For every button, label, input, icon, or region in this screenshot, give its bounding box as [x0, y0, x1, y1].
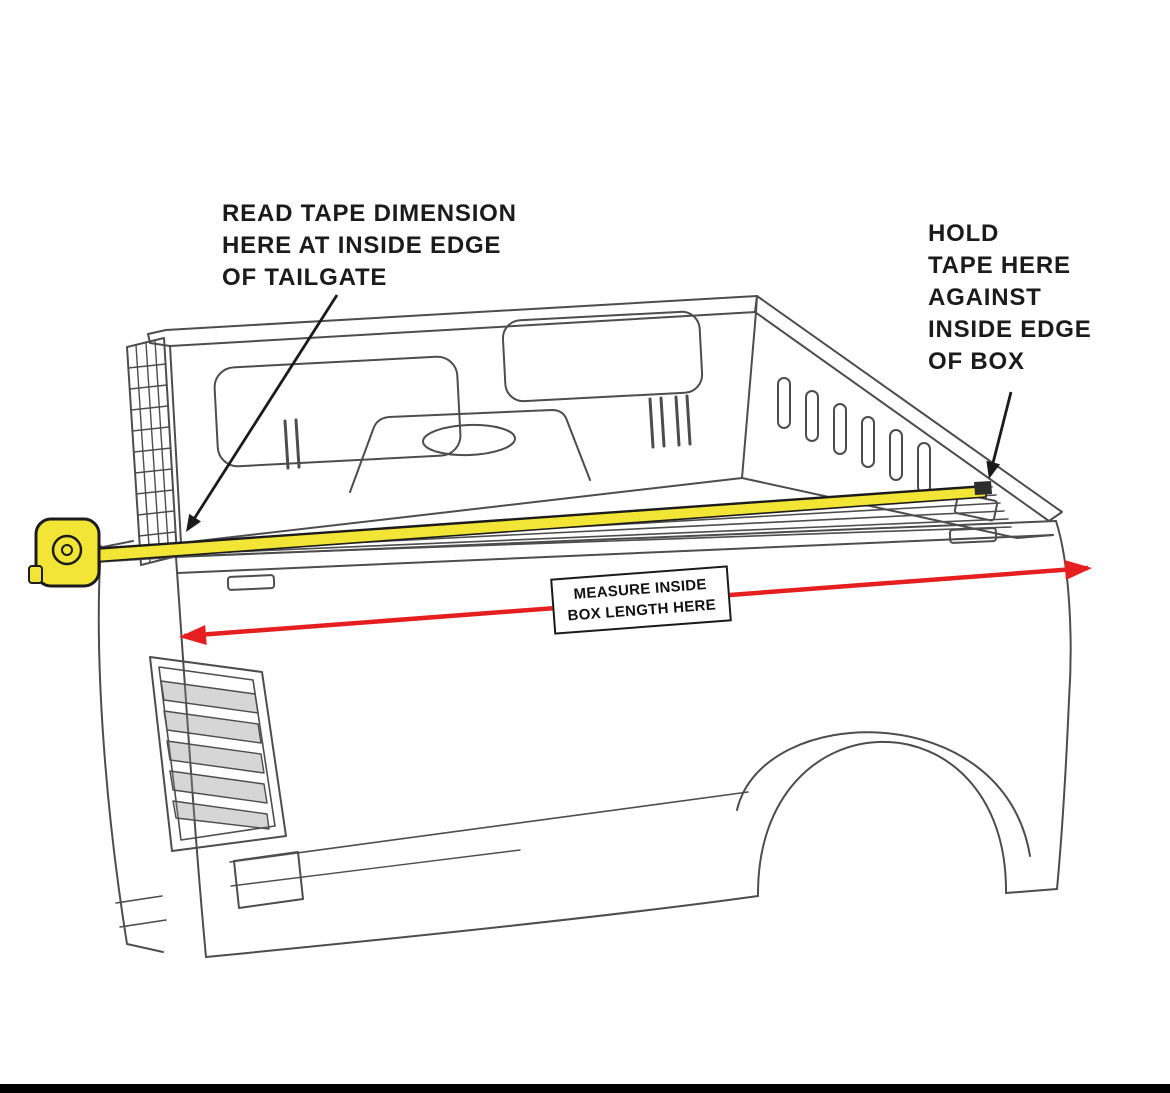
bottom-bar: [0, 1084, 1170, 1093]
body-crease-2: [230, 849, 521, 887]
wall-slot: [833, 403, 847, 455]
taillight-slats: [160, 680, 270, 830]
wall-slot: [889, 429, 903, 481]
dimension-arrowhead-left: [179, 625, 207, 645]
taillight-inner: [158, 666, 276, 841]
dimension-arrowhead-right: [1064, 560, 1092, 580]
annotation-read-tape: READ TAPE DIMENSION HERE AT INSIDE EDGE …: [222, 200, 517, 291]
tape-body-tab: [28, 565, 43, 584]
handle-bump: [349, 409, 591, 493]
tape-measure: [28, 481, 992, 588]
wall-slot: [805, 390, 819, 442]
side-bottom-left: [205, 895, 759, 958]
tape-body-hub: [61, 544, 73, 556]
bed-front-panel: [169, 311, 757, 544]
fender-flare: [736, 731, 1031, 857]
wheel-arch: [756, 740, 1008, 897]
taillight-outline: [149, 656, 287, 852]
side-bottom-right: [1005, 888, 1058, 894]
tape-body-reel: [51, 534, 83, 566]
tape-end-hook: [974, 481, 992, 495]
handle-slot: [422, 423, 516, 457]
panel-indent-right: [501, 310, 704, 403]
bed-front-panel-rail: [147, 295, 758, 347]
body-crease: [229, 791, 749, 863]
tape-blade: [91, 485, 987, 563]
tape-blade-edge: [91, 484, 987, 551]
panel-indent-left: [213, 355, 462, 468]
wall-slot: [777, 377, 791, 429]
side-left-edge: [175, 556, 207, 958]
truck-bed-line-art: [94, 295, 1072, 958]
tape-body: [34, 517, 101, 588]
tie-down-bars: [283, 394, 692, 470]
leader-arrow-box-edge: [986, 391, 1013, 479]
left-corner-outer: [97, 545, 164, 953]
rail-pocket-left: [226, 574, 276, 591]
bumper-lines: [115, 895, 167, 928]
leader-arrow-tailgate: [186, 294, 339, 532]
annotation-hold-tape: HOLD TAPE HERE AGAINST INSIDE EDGE OF BO…: [928, 220, 1092, 375]
wall-slot: [861, 416, 875, 468]
corner-post-horizontals: [127, 363, 176, 537]
wall-slot: [917, 442, 931, 494]
lower-box-detail: [233, 851, 304, 909]
rail-pocket-right: [948, 527, 998, 544]
